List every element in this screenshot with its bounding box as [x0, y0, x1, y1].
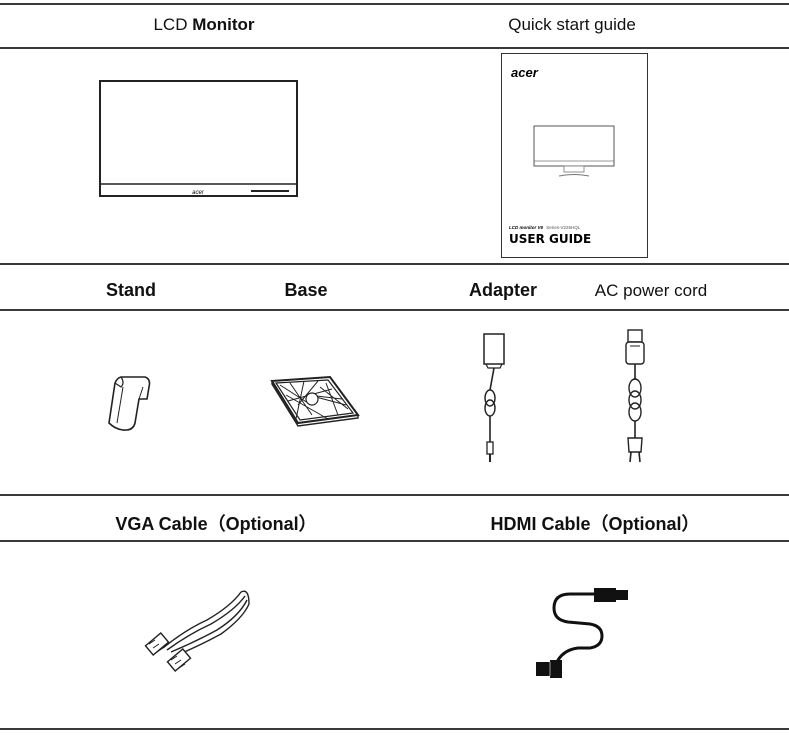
- cord-label: AC power cord: [595, 281, 707, 301]
- hdmi-cable-figure: [532, 584, 636, 680]
- guide-series-bold: LCD monitor V6: [509, 225, 543, 230]
- hdmi-label-optional: （Optional）: [590, 514, 700, 534]
- vga-cable-label: VGA Cable（Optional）: [115, 510, 316, 536]
- monitor-logo: acer: [192, 190, 205, 196]
- base-label: Base: [284, 280, 327, 301]
- monitor-label: LCD Monitor: [153, 15, 254, 35]
- quick-start-guide-figure: acer LCD monitor V6 Series-V226HQL USER …: [501, 53, 648, 258]
- adapter-label: Adapter: [469, 280, 537, 301]
- monitor-illustration: acer: [99, 80, 298, 197]
- guide-label: Quick start guide: [508, 15, 636, 35]
- vga-label-optional: （Optional）: [207, 514, 317, 534]
- vga-cable-illustration: [144, 590, 250, 673]
- divider-bottom: [0, 728, 789, 730]
- cord-label-text: AC power cord: [594, 281, 708, 300]
- guide-brand-logo: acer: [511, 65, 539, 80]
- svg-text:LCD monitor V6 Series-V2: LCD monitor V6 Series-V226HQL: [509, 225, 581, 230]
- hdmi-label-bold: HDMI Cable: [490, 514, 591, 534]
- guide-title: USER GUIDE: [509, 232, 591, 246]
- guide-cover-illustration: acer LCD monitor V6 Series-V226HQL USER …: [501, 53, 648, 258]
- divider-row3-top: [0, 494, 789, 496]
- divider-row2-header: [0, 309, 789, 311]
- divider-top: [0, 3, 789, 5]
- hdmi-cable-illustration: [536, 588, 628, 678]
- power-cord-illustration: [625, 329, 645, 463]
- stand-label: Stand: [106, 280, 156, 301]
- vga-label-bold: VGA Cable: [115, 514, 208, 534]
- divider-row2-top: [0, 263, 789, 265]
- ac-power-cord-figure: [621, 328, 651, 466]
- base-figure: [268, 375, 360, 427]
- divider-row3-header: [0, 540, 789, 542]
- adapter-label-text: Adapter: [468, 280, 538, 300]
- guide-label-text: Quick start guide: [508, 15, 636, 34]
- lcd-monitor-figure: acer: [99, 80, 299, 200]
- hdmi-cable-label: HDMI Cable（Optional）: [490, 510, 699, 536]
- base-illustration: [270, 375, 360, 427]
- stand-illustration: [108, 376, 151, 431]
- divider-row1-header: [0, 47, 789, 49]
- stand-figure: [103, 373, 155, 433]
- monitor-label-bold: Monitor: [192, 15, 255, 34]
- guide-series-light: Series-V226HQL: [546, 225, 581, 230]
- stand-label-text: Stand: [105, 280, 157, 300]
- monitor-label-light: LCD: [153, 15, 188, 34]
- vga-cable-figure: [144, 586, 253, 673]
- adapter-figure: [476, 332, 506, 466]
- base-label-text: Base: [284, 280, 328, 300]
- adapter-illustration: [483, 333, 505, 462]
